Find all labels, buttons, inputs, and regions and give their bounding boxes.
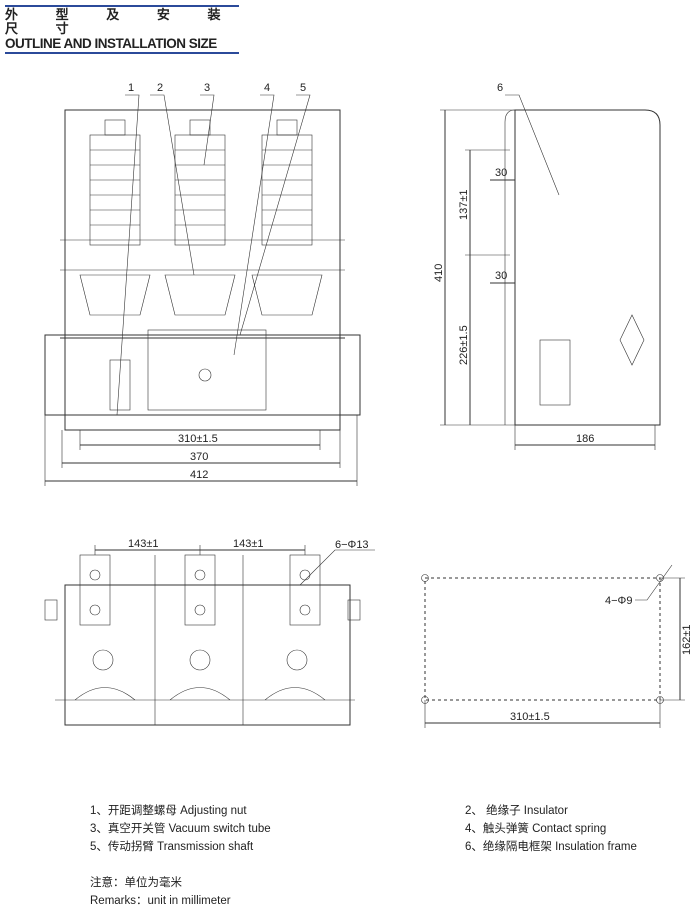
dim-162: 162±1 — [681, 624, 693, 655]
dim-143-b: 143±1 — [233, 538, 264, 550]
dim-310: 310±1.5 — [178, 433, 218, 445]
dim-370: 370 — [190, 451, 208, 463]
dim-4-phi9: 4−Φ9 — [605, 595, 632, 607]
callout-6: 6 — [497, 82, 503, 94]
callout-3: 3 — [204, 82, 210, 94]
header-title-cn: 外 型 及 安 装 尺 寸 — [5, 7, 238, 36]
dim-137: 137±1 — [458, 189, 470, 220]
dim-143-a: 143±1 — [128, 538, 159, 550]
dim-412: 412 — [190, 469, 208, 481]
callout-1: 1 — [128, 82, 134, 94]
remarks-en: Remarks：unit in millimeter — [90, 895, 231, 907]
legend-item-4: 4、触头弹簧 Contact spring — [465, 823, 607, 835]
dim-6-phi13: 6−Φ13 — [335, 539, 369, 551]
dim-226: 226±1.5 — [458, 325, 470, 365]
section-header: 外 型 及 安 装 尺 寸 OUTLINE AND INSTALLATION S… — [5, 5, 239, 54]
legend-item-2: 2、 绝缘子 Insulator — [465, 805, 568, 817]
remarks: 注意：单位为毫米 Remarks：unit in millimeter — [90, 874, 231, 910]
front-view: 1 2 3 4 5 310±1.5 370 412 — [44, 82, 361, 486]
dim-186: 186 — [576, 433, 594, 445]
dim-30-b: 30 — [495, 270, 507, 282]
callout-4: 4 — [264, 82, 270, 94]
legend-right: 2、 绝缘子 Insulator 4、触头弹簧 Contact spring 6… — [465, 802, 637, 856]
remarks-cn: 注意：单位为毫米 — [90, 877, 182, 889]
legend-left: 1、开距调整螺母 Adjusting nut 3、真空开关管 Vacuum sw… — [90, 802, 271, 856]
legend-item-1: 1、开距调整螺母 Adjusting nut — [90, 805, 247, 817]
legend-item-6: 6、绝缘隔电框架 Insulation frame — [465, 841, 637, 853]
legend-item-3: 3、真空开关管 Vacuum switch tube — [90, 823, 271, 835]
callout-5: 5 — [300, 82, 306, 94]
dim-30-a: 30 — [495, 167, 507, 179]
dim-310-mount: 310±1.5 — [510, 711, 550, 723]
dim-410: 410 — [433, 264, 445, 282]
callout-2: 2 — [157, 82, 163, 94]
side-view: 6 410 137±1 226±1.5 30 30 186 — [433, 82, 661, 450]
legend-item-5: 5、传动拐臂 Transmission shaft — [90, 841, 254, 853]
header-title-en: OUTLINE AND INSTALLATION SIZE — [5, 36, 217, 51]
bottom-view: 143±1 143±1 6−Φ13 — [44, 538, 375, 726]
mounting-view: 4−Φ9 162±1 310±1.5 — [421, 564, 693, 728]
